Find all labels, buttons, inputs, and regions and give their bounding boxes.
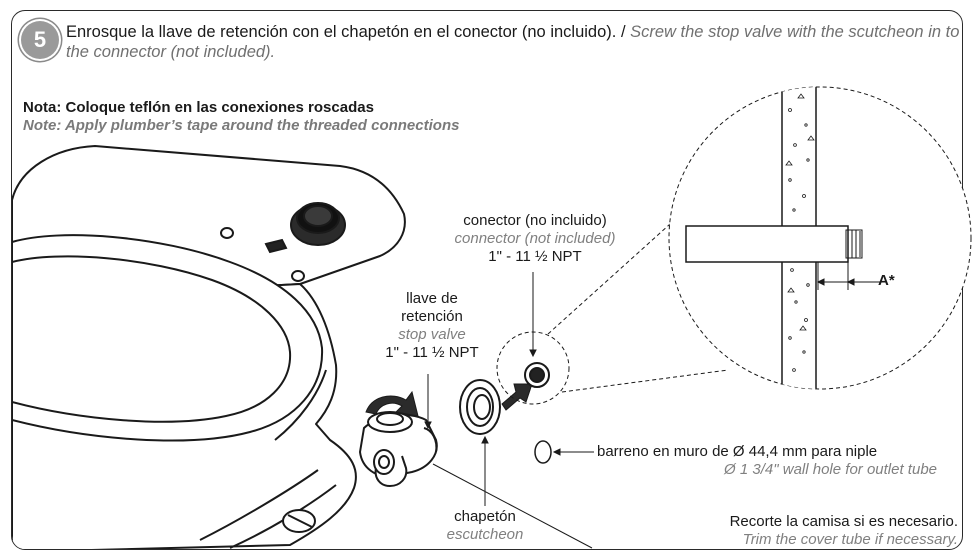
rotation-arrow-icon — [365, 390, 419, 417]
connector-illustration — [524, 362, 550, 388]
step-instruction-en: Screw the stop valve with the scutcheon … — [66, 23, 960, 61]
push-arrow-icon — [501, 383, 533, 411]
flush-button — [220, 202, 346, 282]
escutcheon-illustration — [459, 379, 501, 435]
trim-note: Recorte la camisa si es necesario. Trim … — [640, 513, 958, 549]
wall-hole-label: barreno en muro de Ø 44,4 mm para niple … — [597, 443, 957, 479]
tape-note-es: Nota: Coloque teflón en las conexiones r… — [23, 99, 374, 116]
stop-valve-label-es2: retención — [401, 308, 463, 325]
connector-label-spec: 1" - 11 ½ NPT — [488, 248, 582, 265]
stop-valve-label-spec: 1" - 11 ½ NPT — [385, 344, 479, 361]
tape-note-en: Note: Apply plumber’s tape around the th… — [23, 117, 460, 134]
step-instruction-es: Enrosque la llave de retención con el ch… — [66, 23, 617, 41]
connector-label: conector (no incluido) connector (not in… — [420, 212, 650, 266]
dimension-a-label: A* — [878, 272, 895, 289]
step-number-badge: 5 — [21, 21, 59, 59]
escutcheon-label-es: chapetón — [454, 508, 516, 525]
step-separator: / — [616, 23, 631, 41]
stop-valve-label: llave de retención stop valve 1" - 11 ½ … — [352, 290, 512, 362]
connector-label-es: conector (no incluido) — [463, 212, 607, 229]
stop-valve-label-es1: llave de — [406, 290, 458, 307]
wall-hole — [534, 440, 552, 464]
escutcheon-label: chapetón escutcheon — [430, 508, 540, 544]
step-instruction: Enrosque la llave de retención con el ch… — [66, 22, 961, 62]
wall-hole-label-en: Ø 1 3/4" wall hole for outlet tube — [724, 461, 937, 478]
step-number: 5 — [33, 27, 47, 52]
tape-note: Nota: Coloque teflón en las conexiones r… — [23, 99, 459, 135]
stop-valve-illustration — [359, 411, 438, 487]
connector-label-en: connector (not included) — [454, 230, 616, 247]
toilet-illustration — [12, 145, 406, 549]
wall-detail — [685, 87, 880, 389]
wall-hole-label-es: barreno en muro de Ø 44,4 mm para niple — [597, 443, 878, 460]
escutcheon-label-en: escutcheon — [446, 526, 524, 543]
trim-note-en: Trim the cover tube if necessary. — [742, 531, 958, 548]
trim-note-es: Recorte la camisa si es necesario. — [729, 513, 958, 530]
stop-valve-label-en: stop valve — [398, 326, 466, 343]
